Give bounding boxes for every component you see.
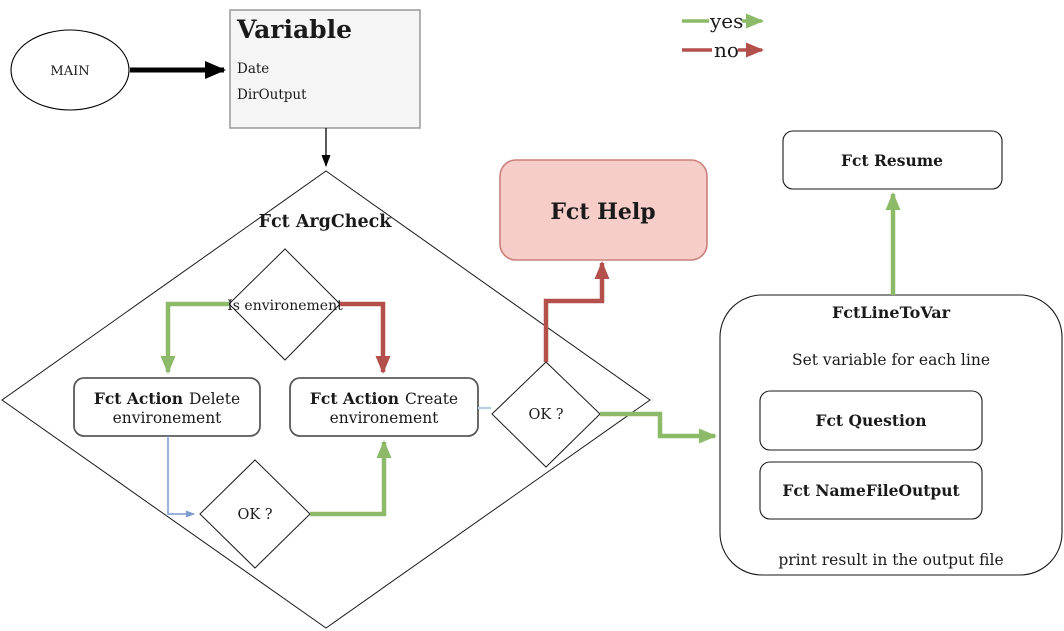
help-node: Fct Help: [499, 159, 708, 261]
main-ellipse: [10, 29, 130, 111]
legend-no-label: no: [714, 38, 739, 62]
variable-field-date: Date: [237, 61, 269, 77]
linetovar-title: FctLineToVar: [832, 303, 951, 322]
linetovar-subtitle: Set variable for each line: [792, 351, 990, 369]
main-node: MAIN: [10, 29, 130, 111]
variable-field-diroutput: DirOutput: [237, 87, 307, 103]
resume-label: Fct Resume: [841, 151, 943, 170]
action-delete-box: [73, 377, 261, 437]
arrow-yes-to-delete: [160, 301, 229, 374]
fct-question-box: [759, 390, 983, 451]
legend: yes no: [682, 9, 764, 62]
ok-right-node: OK ?: [491, 361, 601, 468]
argcheck-label: Fct ArgCheck: [259, 212, 393, 232]
help-box: [499, 159, 708, 261]
resume-box: [782, 130, 1003, 190]
variable-box: [229, 9, 421, 129]
main-label: MAIN: [50, 64, 89, 79]
help-label: Fct Help: [550, 199, 655, 225]
is-environement-label: Is environement: [227, 298, 343, 314]
legend-yes-label: yes: [709, 9, 743, 33]
arrow-yes-to-linetovar: [600, 411, 717, 444]
variable-title: Variable: [236, 15, 352, 44]
ok-right-label: OK ?: [528, 407, 563, 423]
arrow-no-to-create: [340, 301, 391, 374]
fct-namefileoutput-label: Fct NameFileOutput: [782, 481, 960, 500]
is-environement-diamond: [228, 248, 341, 361]
variable-node: Variable Date DirOutput: [229, 9, 421, 129]
ok-bottom-diamond: [199, 459, 311, 569]
resume-node: Fct Resume: [782, 130, 1003, 190]
argcheck-node: Fct ArgCheck: [1, 170, 651, 629]
connector-delete-to-ok: [167, 436, 195, 518]
ok-bottom-label: OK ?: [237, 507, 272, 523]
linetovar-node: FctLineToVar Set variable for each line …: [719, 294, 1063, 576]
arrow-ok-to-create: [310, 440, 392, 517]
ok-right-diamond: [491, 361, 601, 468]
linetovar-footer: print result in the output file: [778, 551, 1003, 569]
arrow-no-to-help: [543, 261, 610, 362]
argcheck-diamond: [1, 170, 651, 629]
fct-namefileoutput-box: [759, 461, 983, 520]
is-environement-node: Is environement: [227, 248, 343, 361]
ok-bottom-node: OK ?: [199, 459, 311, 569]
fct-question-label: Fct Question: [815, 411, 926, 430]
